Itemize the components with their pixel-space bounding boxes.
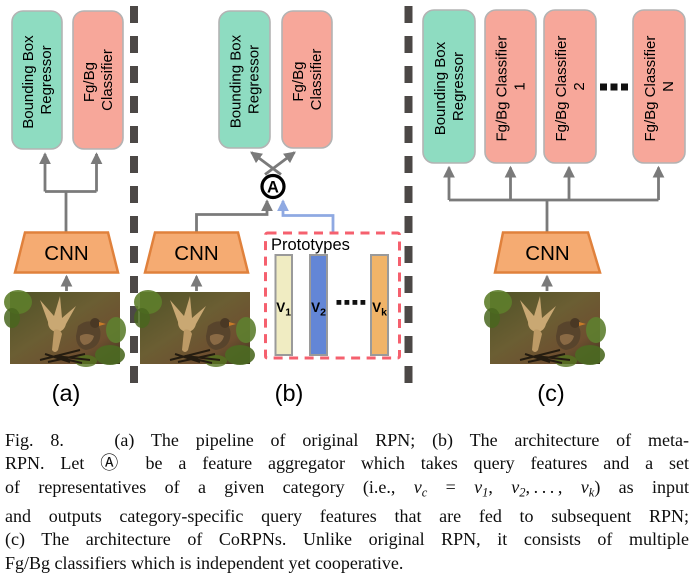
caption-line: RPN. Let Ⓐ be a feature aggregator which… <box>5 453 689 474</box>
bounding-box-regressor-label: Bounding Box Regressor <box>20 31 55 129</box>
input-image <box>3 289 127 368</box>
arrow-cnn-to-aggregator <box>195 199 273 232</box>
aggregator-circle <box>260 173 286 200</box>
bounding-box-regressor-box <box>422 9 476 164</box>
fgbg-classifier-box <box>281 10 333 149</box>
ellipsis-icon <box>600 83 628 91</box>
aggregator-symbol: A <box>267 179 279 197</box>
prototype-bar-v2 <box>309 254 328 356</box>
fgbg-classifier-1-label: Fg/Bg Classifier 1 <box>494 31 529 141</box>
panel-c: Bounding Box Regressor Fg/Bg Classifier … <box>422 9 686 406</box>
fgbg-classifier-n-box <box>632 9 686 164</box>
prototype-bar-vk-label: Vk <box>372 300 387 319</box>
arrow-aggregator-to-classifier <box>264 151 296 176</box>
fork-connector <box>45 190 97 232</box>
fgbg-classifier-label: Fg/Bg Classifier <box>290 49 325 111</box>
fgbg-classifier-2-label: Fg/Bg Classifier 2 <box>553 31 588 141</box>
input-image <box>483 289 607 368</box>
cnn-trapezoid <box>143 231 250 274</box>
input-image <box>133 289 257 368</box>
figure-diagram: Bounding Box Regressor Fg/Bg Classifier … <box>3 6 686 406</box>
caption-line: Fig. 8. (a) The pipeline of original RPN… <box>5 430 689 450</box>
figure-caption: Fig. 8. (a) The pipeline of original RPN… <box>0 412 694 575</box>
panel-c-label: (c) <box>537 380 564 406</box>
fgbg-classifier-1-box <box>484 9 537 164</box>
ellipsis-icon <box>336 300 366 305</box>
caption-line: of representatives of a given category (… <box>5 476 689 500</box>
fgbg-classifier-label: Fg/Bg Classifier <box>81 49 116 111</box>
cnn-label: CNN <box>44 242 88 265</box>
arrow-prototypes-to-aggregator <box>277 199 335 233</box>
prototype-bar-v1 <box>274 254 293 356</box>
bounding-box-regressor-label: Bounding Box Regressor <box>432 38 467 136</box>
panel-b-label: (b) <box>275 380 304 406</box>
panel-a-label: (a) <box>52 380 81 406</box>
panel-b: Bounding Box Regressor Fg/Bg Classifier … <box>133 10 401 406</box>
fgbg-classifier-n-label: Fg/Bg Classifier N <box>642 31 677 141</box>
bounding-box-regressor-box <box>218 10 271 149</box>
fork-connector <box>449 198 659 232</box>
prototype-bar-v1-label: V1 <box>276 300 291 319</box>
arrow-aggregator-to-regressor <box>250 151 282 176</box>
cnn-label: CNN <box>174 242 218 265</box>
bounding-box-regressor-label: Bounding Box Regressor <box>228 31 263 129</box>
prototype-bar-v2-label: V2 <box>311 300 326 319</box>
prototypes-title: Prototypes <box>271 236 350 254</box>
caption-line: (c) The architecture of CoRPNs. Unlike o… <box>5 529 689 550</box>
caption-line: and outputs category-specific query feat… <box>5 505 689 526</box>
cnn-trapezoid <box>493 231 602 274</box>
fgbg-classifier-box <box>72 10 124 150</box>
caption-line: Fg/Bg classifiers which is independent y… <box>5 552 404 573</box>
panel-a: Bounding Box Regressor Fg/Bg Classifier … <box>3 10 127 406</box>
prototypes-box <box>264 231 401 360</box>
fgbg-classifier-2-box <box>543 9 597 164</box>
prototype-bar-vk <box>370 254 389 356</box>
bounding-box-regressor-box <box>11 10 63 150</box>
cnn-trapezoid <box>13 231 120 274</box>
cnn-label: CNN <box>525 242 569 265</box>
